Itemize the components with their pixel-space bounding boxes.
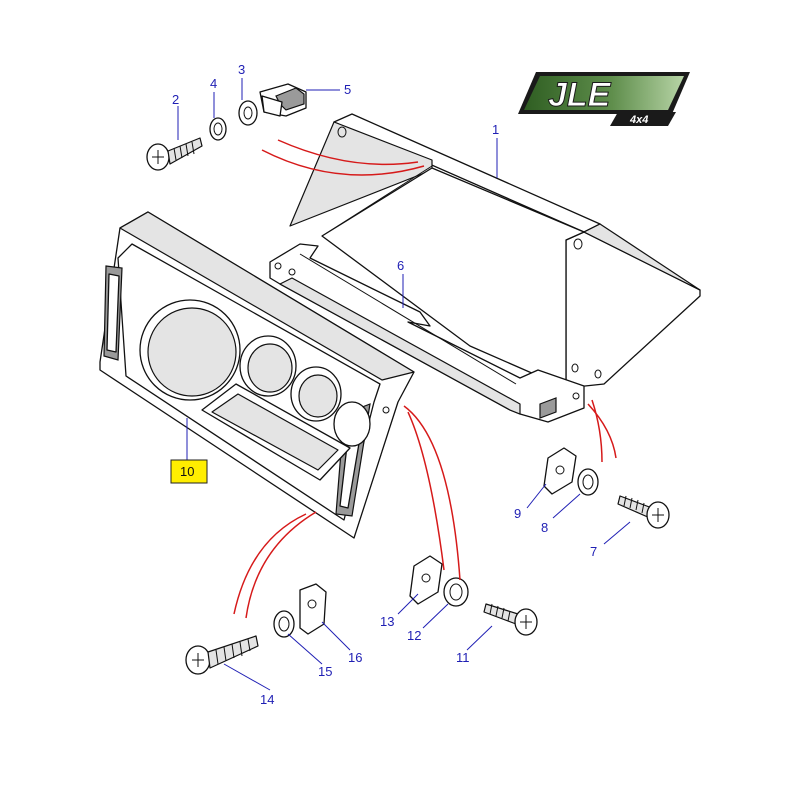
callout-labels: 1 2 3 4 5 6 7 8 9 10 11 12 13 14 15 16 — [170, 62, 597, 707]
part-3-washer — [238, 100, 258, 126]
part-1-housing — [289, 113, 701, 389]
callout-7: 7 — [590, 544, 597, 559]
part-9-clip-nut — [543, 447, 577, 495]
callout-13: 13 — [380, 614, 394, 629]
callout-1: 1 — [492, 122, 499, 137]
part-11-screw — [483, 603, 538, 636]
assembly-lines — [233, 139, 617, 619]
callout-11: 11 — [456, 650, 470, 665]
callout-12: 12 — [407, 628, 421, 643]
logo-brand-text: JLE — [548, 76, 612, 114]
callout-10-highlight — [170, 459, 208, 484]
callout-6: 6 — [397, 258, 404, 273]
callout-3: 3 — [238, 62, 245, 77]
part-8-star-washer — [577, 468, 599, 496]
part-7-screw — [617, 495, 670, 529]
logo-sub-text: 4x4 — [629, 114, 648, 126]
callout-10: 10 — [180, 464, 194, 479]
callout-16: 16 — [348, 650, 362, 665]
part-5-spire-nut — [259, 83, 307, 117]
callout-5: 5 — [344, 82, 351, 97]
callout-4: 4 — [210, 76, 217, 91]
part-2-screw — [146, 137, 203, 171]
callout-15: 15 — [318, 664, 332, 679]
callout-8: 8 — [541, 520, 548, 535]
callout-2: 2 — [172, 92, 179, 107]
part-15-star-washer — [273, 610, 295, 638]
callout-9: 9 — [514, 506, 521, 521]
part-6-bracket — [269, 243, 585, 423]
part-10-instrument-bezel — [99, 211, 415, 539]
leader-lines — [177, 78, 631, 691]
part-12-washer — [443, 577, 469, 607]
part-4-spring-washer — [209, 117, 227, 141]
jle-4x4-logo: JLE 4x4 — [518, 72, 690, 126]
part-13-clip-nut — [409, 555, 443, 605]
part-14-screw — [185, 635, 259, 675]
part-16-clip-nut — [299, 583, 327, 635]
callout-14: 14 — [260, 692, 274, 707]
